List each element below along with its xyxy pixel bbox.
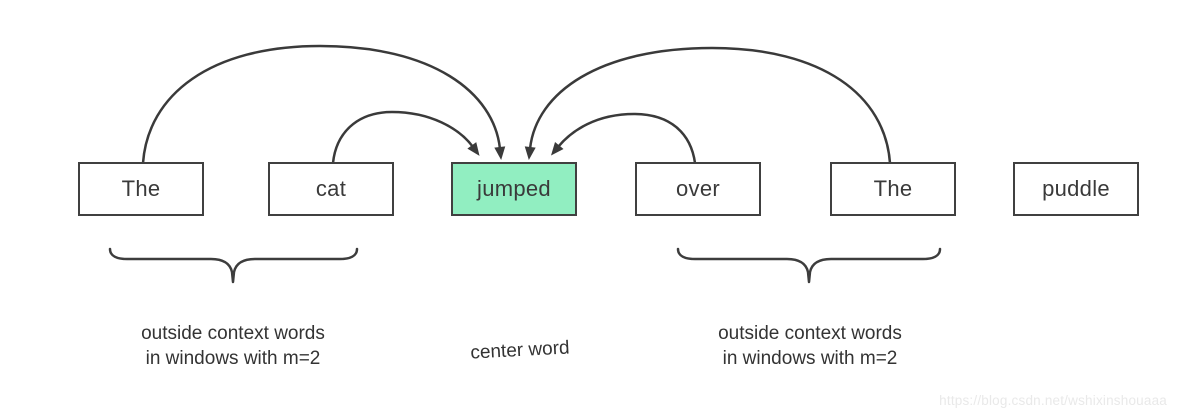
arc-the2-to-center [524, 46, 892, 164]
left-context-brace [108, 247, 359, 284]
word-box-puddle: puddle [1013, 162, 1139, 216]
word-label: over [676, 176, 720, 201]
word-box-the-1: The [78, 162, 204, 216]
arc-cat-to-center [331, 110, 480, 164]
right-context-brace [676, 247, 942, 284]
word-box-cat: cat [268, 162, 394, 216]
word-label: jumped [477, 176, 551, 201]
word-label: puddle [1042, 176, 1110, 201]
right-context-caption: outside context words in windows with m=… [660, 321, 960, 371]
word-label: The [121, 176, 161, 201]
word-box-over: over [635, 162, 761, 216]
right-context-caption-line1: outside context words [718, 323, 902, 344]
word-label: The [873, 176, 913, 201]
arc-the1-to-center [141, 44, 506, 164]
arc-over-to-center [551, 112, 697, 164]
word-box-the-2: The [830, 162, 956, 216]
left-context-caption: outside context words in windows with m=… [83, 321, 383, 371]
left-context-caption-line2: in windows with m=2 [145, 348, 321, 369]
watermark: https://blog.csdn.net/wshixinshouaaa [939, 393, 1167, 408]
right-context-caption-line2: in windows with m=2 [722, 348, 898, 369]
word-box-jumped-center: jumped [451, 162, 577, 216]
left-context-caption-line1: outside context words [141, 323, 325, 344]
word-label: cat [315, 176, 347, 201]
